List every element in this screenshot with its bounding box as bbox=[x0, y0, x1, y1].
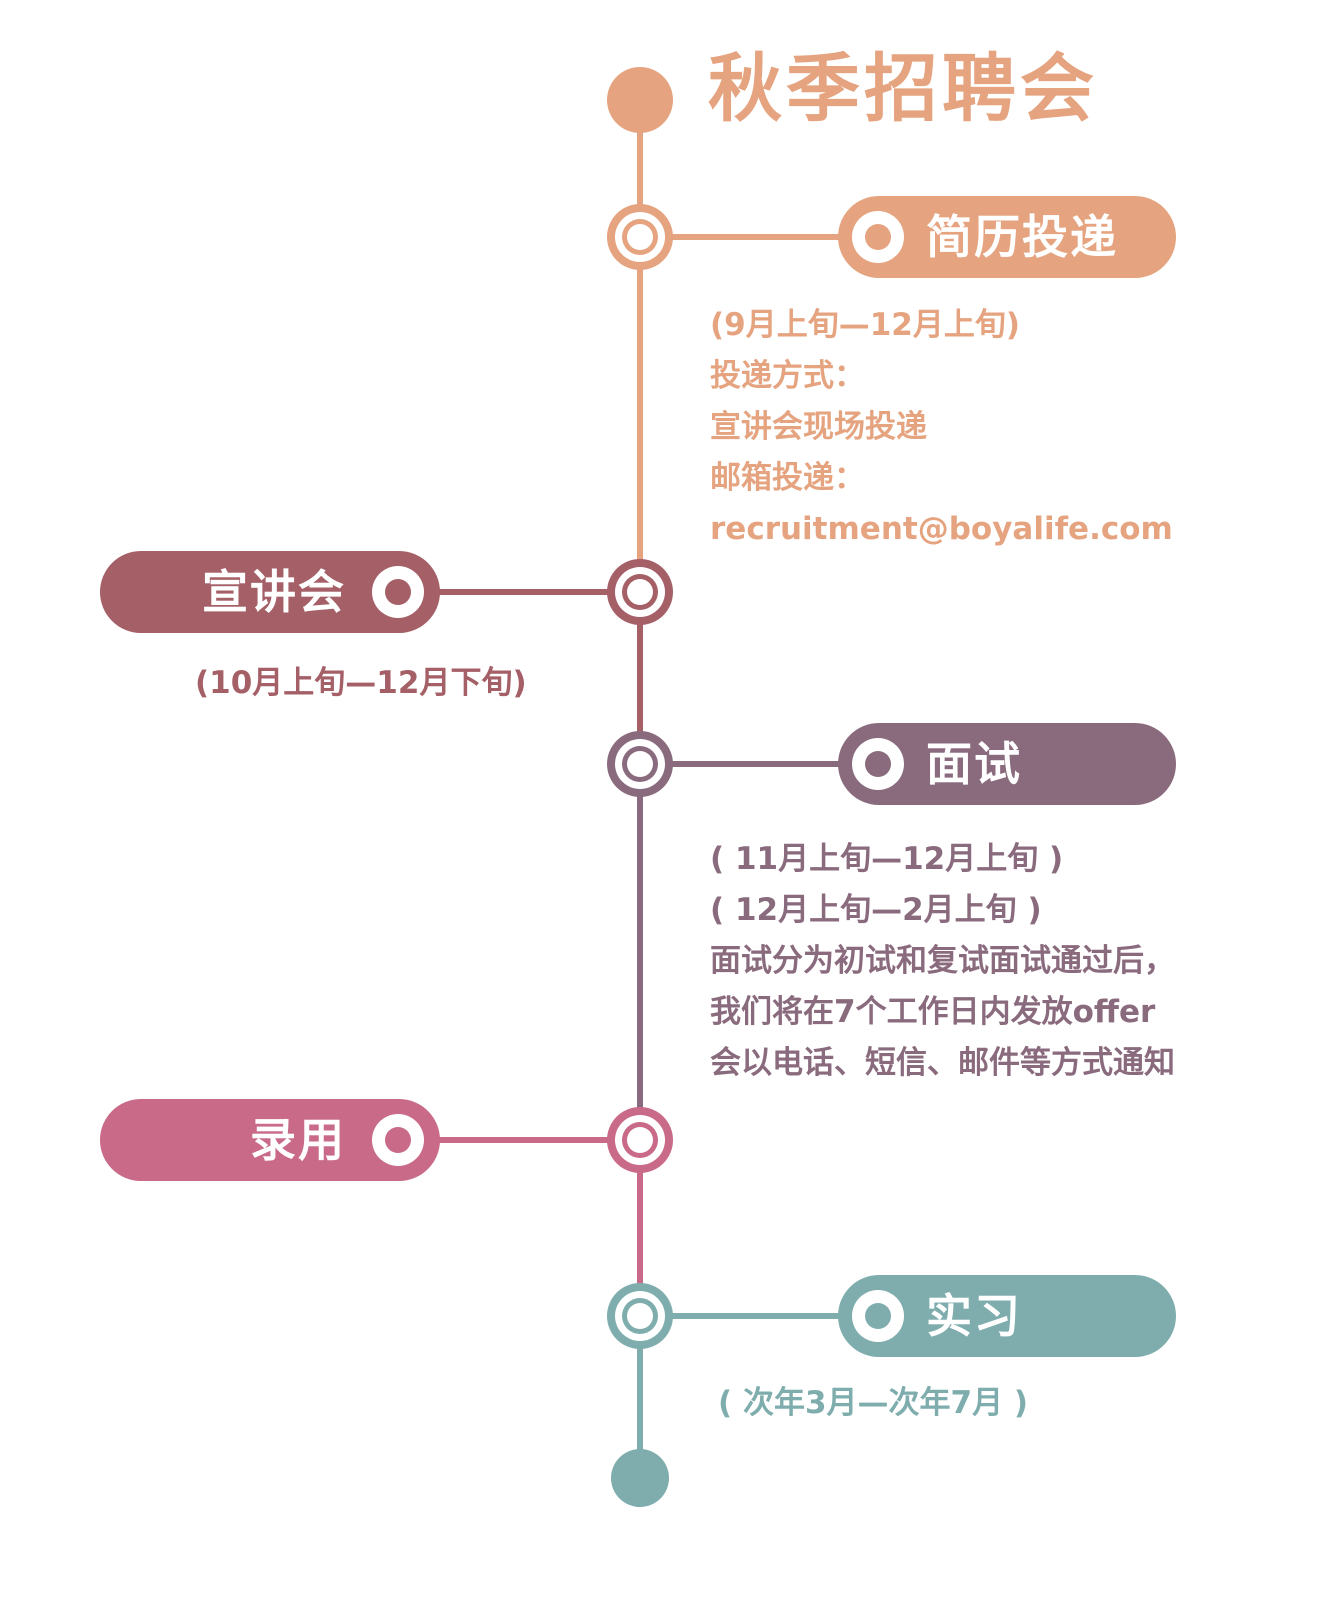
ring-icon bbox=[372, 566, 424, 618]
stage-details-interview: ( 11月上旬—12月上旬 ) ( 12月上旬—2月上旬 ) 面试分为初试和复试… bbox=[710, 834, 1175, 1089]
interview-description-3: 会以电话、短信、邮件等方式通知 bbox=[710, 1045, 1175, 1081]
seminar-period: (10月上旬—12月下旬) bbox=[195, 665, 527, 701]
node-intern bbox=[607, 1283, 673, 1349]
stage-pill-resume: 简历投递 bbox=[838, 196, 1176, 278]
page-title: 秋季招聘会 bbox=[708, 46, 1098, 132]
stage-label-resume: 简历投递 bbox=[926, 210, 1118, 264]
stage-details-intern: ( 次年3月—次年7月 ) bbox=[718, 1378, 1028, 1429]
node-hire bbox=[607, 1107, 673, 1173]
ring-icon bbox=[852, 211, 904, 263]
stage-label-intern: 实习 bbox=[926, 1289, 1022, 1343]
stage-label-interview: 面试 bbox=[926, 737, 1022, 791]
interview-description-2: 我们将在7个工作日内发放offer bbox=[710, 994, 1156, 1030]
interview-period-1: ( 11月上旬—12月上旬 ) bbox=[710, 841, 1064, 877]
intern-period: ( 次年3月—次年7月 ) bbox=[718, 1385, 1029, 1421]
interview-period-2: ( 12月上旬—2月上旬 ) bbox=[710, 892, 1042, 928]
stage-pill-seminar: 宣讲会 bbox=[100, 551, 440, 633]
resume-email-address: recruitment@boyalife.com bbox=[710, 511, 1173, 547]
stage-pill-interview: 面试 bbox=[838, 723, 1176, 805]
resume-method-heading: 投递方式： bbox=[710, 358, 865, 394]
stage-label-seminar: 宣讲会 bbox=[202, 565, 346, 619]
node-resume bbox=[607, 204, 673, 270]
stage-label-hire: 录用 bbox=[250, 1113, 346, 1167]
node-interview bbox=[607, 731, 673, 797]
ring-icon bbox=[852, 1290, 904, 1342]
stage-pill-hire: 录用 bbox=[100, 1099, 440, 1181]
node-seminar bbox=[607, 559, 673, 625]
stage-pill-intern: 实习 bbox=[838, 1275, 1176, 1357]
resume-method-email-heading: 邮箱投递： bbox=[710, 460, 865, 496]
ring-icon bbox=[372, 1114, 424, 1166]
resume-period: (9月上旬—12月上旬) bbox=[710, 307, 1021, 343]
stage-details-seminar: (10月上旬—12月下旬) bbox=[195, 658, 527, 709]
stage-details-resume: (9月上旬—12月上旬) 投递方式： 宣讲会现场投递 邮箱投递： recruit… bbox=[710, 300, 1173, 555]
ring-icon bbox=[852, 738, 904, 790]
interview-description-1: 面试分为初试和复试面试通过后， bbox=[710, 943, 1175, 979]
timeline-end-dot bbox=[611, 1449, 669, 1507]
resume-method-onsite: 宣讲会现场投递 bbox=[710, 409, 927, 445]
timeline-start-dot bbox=[607, 67, 673, 133]
